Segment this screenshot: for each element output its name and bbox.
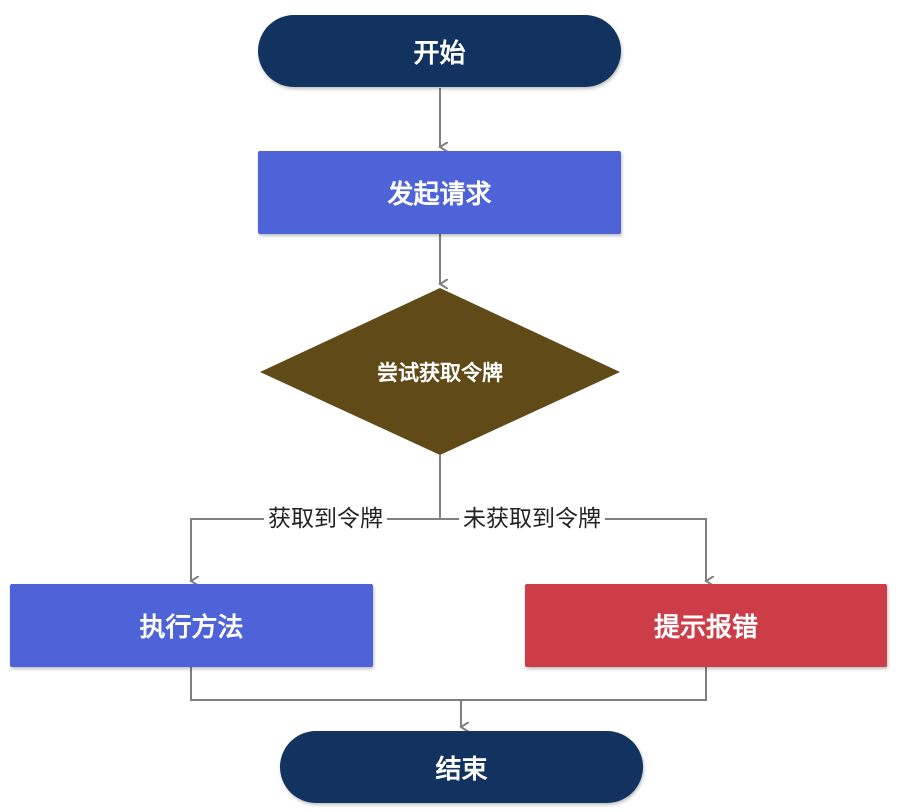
merge-line-left xyxy=(190,667,461,701)
execute-node: 执行方法 xyxy=(10,584,373,667)
edge-label-yes: 获取到令牌 xyxy=(264,505,387,533)
end-node: 结束 xyxy=(280,731,643,803)
error-label: 提示报错 xyxy=(653,613,758,643)
error-node: 提示报错 xyxy=(525,584,887,667)
start-node: 开始 xyxy=(258,15,621,87)
merge-line-right xyxy=(461,667,707,701)
end-label: 结束 xyxy=(435,754,488,785)
request-node: 发起请求 xyxy=(258,151,621,234)
decision-diamond xyxy=(260,288,620,455)
edge-label-no: 未获取到令牌 xyxy=(459,505,605,533)
start-label: 开始 xyxy=(413,38,466,69)
execute-label: 执行方法 xyxy=(139,613,244,643)
decision-label: 尝试获取令牌 xyxy=(377,361,503,385)
request-label: 发起请求 xyxy=(387,180,492,210)
